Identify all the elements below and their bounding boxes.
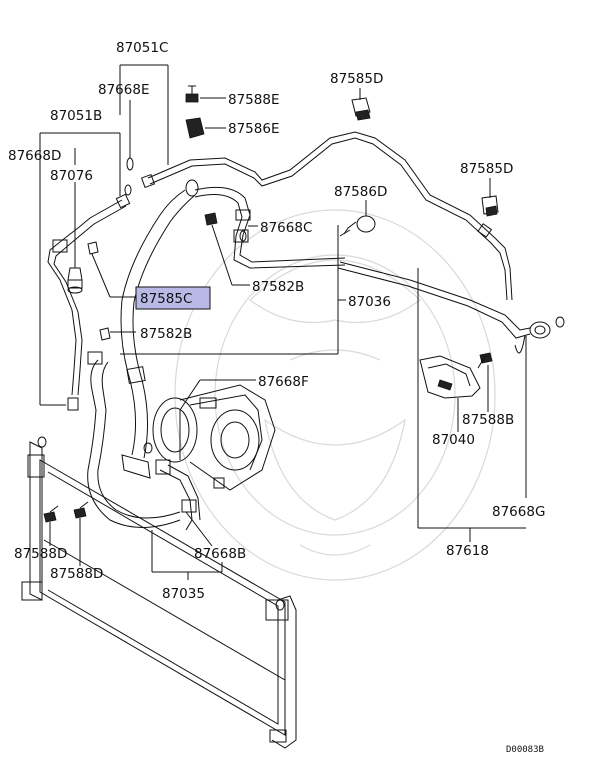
label-87076[interactable]: 87076 [50,168,93,184]
label-87582B-upper[interactable]: 87582B [252,279,304,295]
condenser [21,436,297,749]
label-87036[interactable]: 87036 [348,294,391,310]
discharge-hose-87035 [87,351,201,531]
label-87588E[interactable]: 87588E [228,92,279,108]
leader-lines [39,64,527,580]
label-87588D-a[interactable]: 87588D [14,546,67,562]
label-87586D[interactable]: 87586D [334,184,387,200]
label-87668C[interactable]: 87668C [260,220,312,236]
flex-hose [120,189,196,479]
label-87588B[interactable]: 87588B [462,412,514,428]
pipe-right-end [337,261,565,354]
bracket-87040 [419,355,481,399]
clip-87585D-right [481,195,499,217]
label-87582B-lower[interactable]: 87582B [140,326,192,342]
label-87586E[interactable]: 87586E [228,121,279,137]
clamp-87586D [339,215,376,237]
label-87040[interactable]: 87040 [432,432,475,448]
label-87668F[interactable]: 87668F [258,374,309,390]
part-labels: 87051C 87668E 87588E 87586E 87585D 87051… [8,40,545,755]
bolt-87588B [477,352,493,369]
label-87585C[interactable]: 87585C [140,291,192,307]
label-87668G[interactable]: 87668G [492,504,545,520]
liquid-pipe-87051C [140,131,513,301]
suction-hose-87036 [185,179,346,269]
highlight-87585C [135,286,211,310]
label-87668D[interactable]: 87668D [8,148,61,164]
label-87585D-top[interactable]: 87585D [330,71,383,87]
label-87035[interactable]: 87035 [162,586,205,602]
nut-87582B-lower [99,327,111,341]
clip-87585C [87,241,99,255]
label-87588D-b[interactable]: 87588D [50,566,103,582]
bolt-87588E [185,85,199,103]
o-ring-87668E [126,157,134,171]
label-87051B[interactable]: 87051B [50,108,102,124]
label-87618[interactable]: 87618 [446,543,489,559]
clamp-87586E [185,117,205,139]
watermark-emblem [174,209,496,581]
compressor [143,384,276,491]
label-87668E[interactable]: 87668E [98,82,149,98]
label-87585D-right[interactable]: 87585D [460,161,513,177]
clip-87585D-top [351,97,371,121]
bolts-87588D [43,501,89,523]
label-87051C[interactable]: 87051C [116,40,168,56]
pressure-switch-87076 [67,267,83,294]
o-ring-87668C [239,230,247,242]
parts-artwork [21,85,565,749]
diagram-code: D00083B [506,745,544,755]
label-87668B[interactable]: 87668B [194,546,246,562]
left-pipe-87051B [47,184,132,411]
nut-87582B-upper [204,212,218,226]
